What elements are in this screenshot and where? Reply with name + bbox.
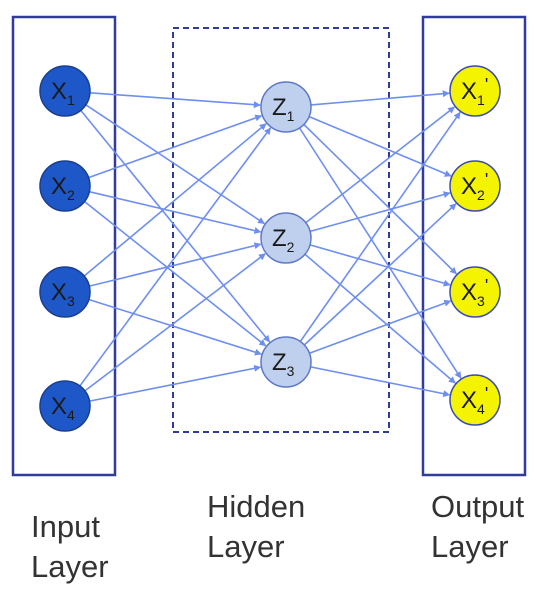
edge-hidden-2-to-output-1	[305, 106, 456, 224]
output-node-circle	[449, 266, 501, 318]
edge-input-2-to-hidden-3	[84, 200, 267, 347]
hidden-node-circle	[260, 212, 312, 264]
edge-hidden-1-to-output-2	[308, 115, 452, 177]
edge-hidden-3-to-output-4	[310, 366, 451, 398]
hidden-node-1: Z1	[260, 81, 312, 133]
hidden-node-circle	[260, 81, 312, 133]
edge-hidden-1-to-output-1	[310, 90, 450, 106]
input-node-circle	[39, 65, 91, 117]
edge-input-2-to-hidden-1	[88, 114, 263, 179]
input-node-label: X4	[51, 393, 75, 423]
output-node-label: X3'	[461, 276, 488, 309]
edge-input-2-to-hidden-2	[89, 190, 262, 234]
output-node-label: X1'	[461, 75, 488, 108]
connections	[79, 90, 462, 402]
hidden-layer-caption: Hidden Layer	[207, 489, 314, 564]
input-node-2: X2	[39, 160, 91, 212]
edge-hidden-1-to-output-4	[298, 127, 462, 379]
output-node-circle	[449, 65, 501, 117]
input-node-3: X3	[39, 266, 91, 318]
edge-hidden-3-to-output-1	[299, 111, 461, 342]
edge-input-3-to-hidden-1	[83, 123, 267, 277]
input-layer-caption: Input Layer	[31, 509, 109, 584]
edge-input-3-to-hidden-2	[89, 242, 262, 287]
input-node-label: X3	[51, 279, 75, 309]
output-node-1: X1'	[449, 65, 501, 117]
input-node-circle	[39, 266, 91, 318]
input-node-4: X4	[39, 380, 91, 432]
output-layer-box	[421, 15, 527, 477]
input-layer-box	[11, 15, 117, 477]
edge-hidden-3-to-output-3	[309, 299, 452, 355]
edge-hidden-2-to-output-3	[309, 244, 451, 287]
hidden-node-label: Z3	[272, 349, 295, 379]
output-layer-caption: Output Layer	[431, 489, 533, 564]
hidden-node-label: Z1	[272, 94, 295, 124]
hidden-node-circle	[260, 336, 312, 388]
edge-input-4-to-hidden-1	[79, 127, 272, 387]
edge-input-3-to-hidden-3	[88, 298, 262, 356]
input-node-1: X1	[39, 65, 91, 117]
input-node-label: X1	[51, 78, 75, 108]
input-node-label: X2	[51, 173, 75, 203]
edge-hidden-2-to-output-4	[304, 253, 456, 384]
output-node-circle	[449, 374, 501, 426]
edge-hidden-1-to-output-3	[303, 123, 457, 275]
hidden-node-3: Z3	[260, 336, 312, 388]
edge-hidden-3-to-output-2	[303, 203, 457, 346]
edge-input-1-to-hidden-2	[85, 104, 265, 225]
input-node-circle	[39, 380, 91, 432]
output-node-label: X2'	[461, 170, 488, 203]
output-node-label: X4'	[461, 384, 488, 417]
output-node-circle	[449, 160, 501, 212]
hidden-node-label: Z2	[272, 225, 295, 255]
input-node-circle	[39, 160, 91, 212]
edge-hidden-2-to-output-2	[309, 191, 451, 233]
output-node-2: X2'	[449, 160, 501, 212]
output-node-4: X4'	[449, 374, 501, 426]
edge-input-4-to-hidden-3	[89, 364, 262, 402]
edge-input-1-to-hidden-1	[89, 92, 261, 109]
edge-input-4-to-hidden-2	[84, 253, 266, 392]
output-node-3: X3'	[449, 266, 501, 318]
edge-input-1-to-hidden-3	[80, 109, 271, 343]
hidden-node-2: Z2	[260, 212, 312, 264]
